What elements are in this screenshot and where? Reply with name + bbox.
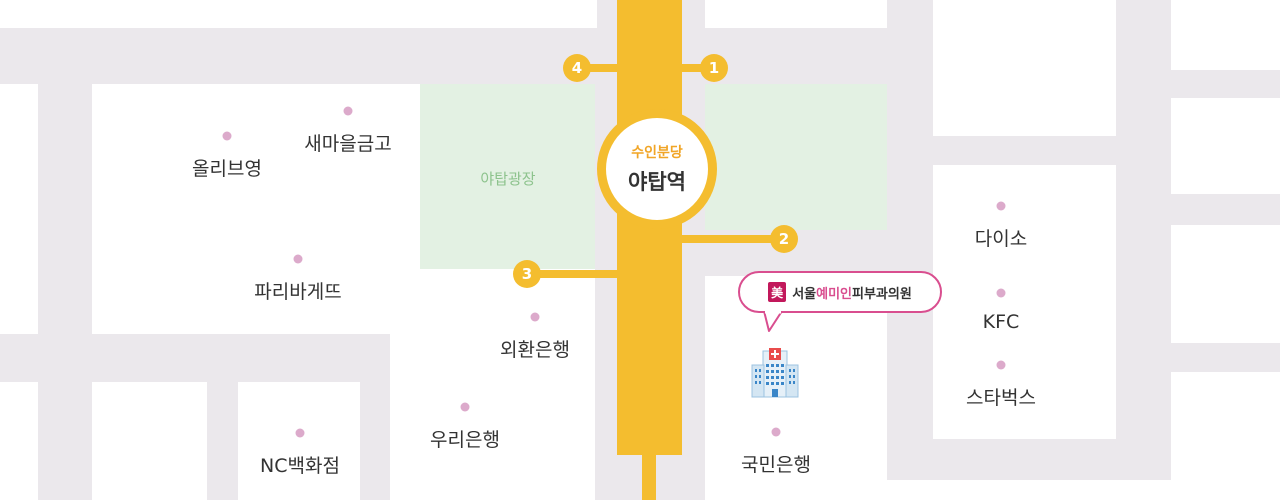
exit-2-marker[interactable]: 2 xyxy=(770,225,798,253)
landmark-label: 국민은행 xyxy=(741,454,811,476)
city-block xyxy=(0,382,38,500)
landmark-label: 올리브영 xyxy=(192,158,262,180)
hospital-building-icon xyxy=(751,348,799,398)
city-block xyxy=(1171,0,1280,70)
landmark-dot xyxy=(222,131,232,141)
clinic-name-prefix: 서울 xyxy=(792,286,817,302)
city-block xyxy=(0,0,597,28)
exit-4-connector xyxy=(577,64,619,72)
landmark-label: 우리은행 xyxy=(430,429,500,451)
city-block xyxy=(933,0,1116,136)
exit-4-marker[interactable]: 4 xyxy=(563,54,591,82)
landmark-label: 새마을금고 xyxy=(304,133,392,155)
clinic-name-suffix: 피부과의원 xyxy=(852,286,912,302)
subway-line-tail xyxy=(642,440,656,500)
landmark-label: 파리바게뜨 xyxy=(254,281,342,303)
landmark-label: KFC xyxy=(982,311,1020,333)
landmark-dot xyxy=(530,312,540,322)
exit-1-marker[interactable]: 1 xyxy=(700,54,728,82)
plaza-area xyxy=(705,84,887,230)
clinic-callout[interactable]: 美 서울 예미인 피부과의원 xyxy=(738,271,942,313)
city-block xyxy=(238,382,360,500)
clinic-name-accent: 예미인 xyxy=(816,286,852,302)
exit-3-marker[interactable]: 3 xyxy=(513,260,541,288)
landmark-dot xyxy=(996,288,1006,298)
landmark-dot xyxy=(996,201,1006,211)
city-block xyxy=(705,0,887,28)
station-name: 야탑역 xyxy=(628,170,686,194)
landmark-label: 외환은행 xyxy=(500,339,570,361)
landmark-label: NC백화점 xyxy=(260,455,340,477)
city-block xyxy=(1171,372,1280,480)
landmark-dot xyxy=(771,427,781,437)
callout-tail xyxy=(763,311,783,332)
city-block xyxy=(92,382,207,500)
station-line-name: 수인분당 xyxy=(631,145,683,161)
landmark-label: 다이소 xyxy=(974,228,1028,250)
landmark-dot xyxy=(293,254,303,264)
plaza-label: 야탑광장 xyxy=(480,170,536,188)
plaza-area xyxy=(420,84,595,269)
city-block xyxy=(0,84,38,334)
landmark-dot xyxy=(460,402,470,412)
landmark-dot xyxy=(295,428,305,438)
city-block xyxy=(887,480,1280,500)
exit-1-connector xyxy=(680,64,714,72)
station-marker[interactable]: 수인분당 야탑역 xyxy=(597,109,717,229)
city-block xyxy=(1171,225,1280,343)
city-block xyxy=(390,334,595,500)
city-block xyxy=(1171,98,1280,194)
landmark-dot xyxy=(343,106,353,116)
exit-3-connector xyxy=(527,270,619,278)
city-block xyxy=(933,165,1116,439)
clinic-logo: 美 xyxy=(768,282,787,302)
exit-2-connector xyxy=(680,235,784,243)
landmark-dot xyxy=(996,360,1006,370)
landmark-label: 스타벅스 xyxy=(966,387,1036,409)
